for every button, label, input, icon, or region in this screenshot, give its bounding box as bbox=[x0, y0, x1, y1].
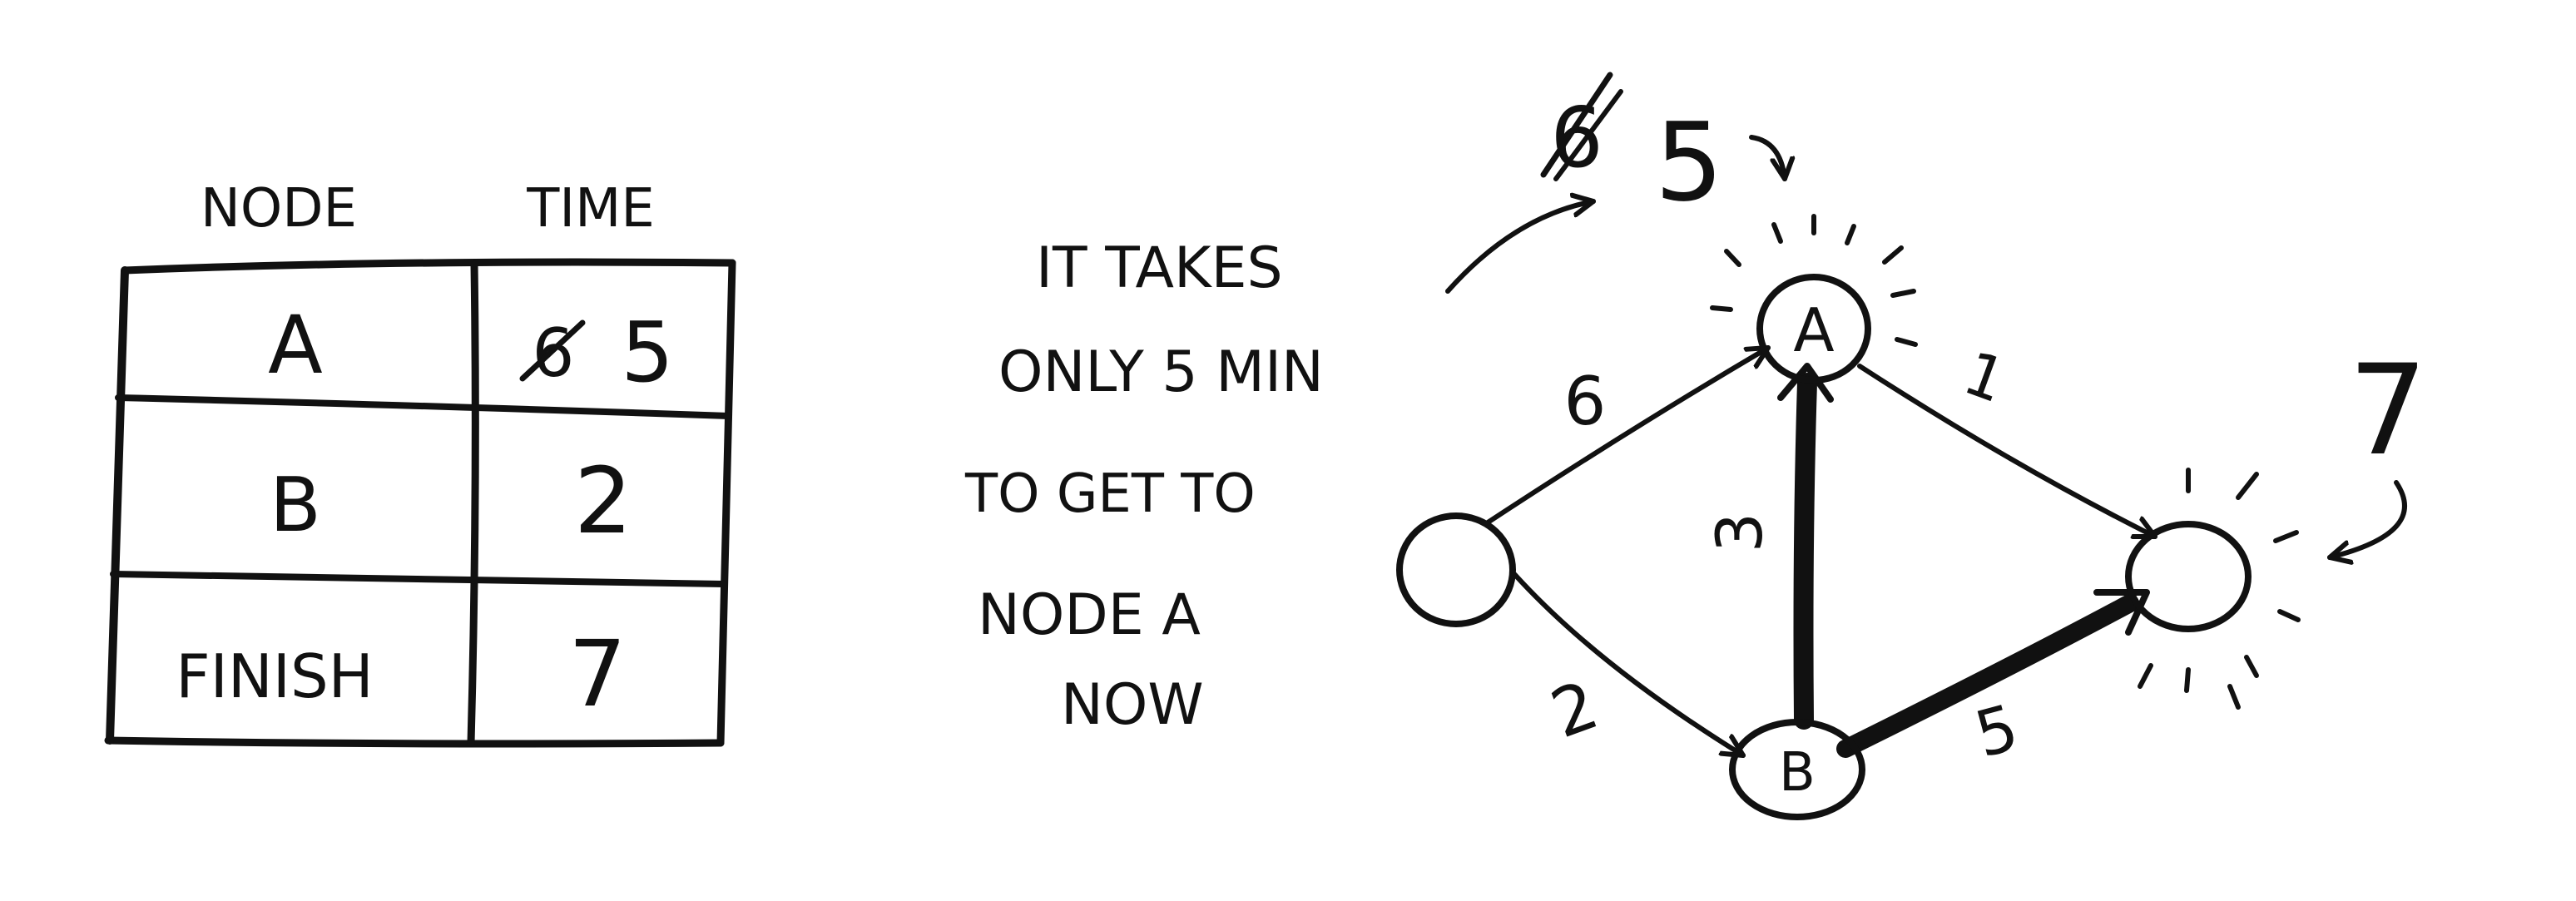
table-cell-node: FINISH bbox=[176, 641, 374, 711]
edge-b-to-a bbox=[1793, 373, 1817, 730]
table-row-divider-2 bbox=[110, 571, 727, 587]
annotation-line: IT TAKES bbox=[1036, 235, 1283, 301]
table-row: B 2 bbox=[270, 448, 632, 554]
annotation-line: NOW bbox=[1061, 672, 1204, 738]
table-cell-time: 7 bbox=[568, 621, 627, 727]
edge-b-to-finish-arrowhead bbox=[2093, 589, 2150, 636]
node-finish-cost-value: 7 bbox=[2348, 339, 2427, 483]
table-cell-strike bbox=[519, 319, 586, 382]
node-finish-sparkles bbox=[2138, 468, 2301, 710]
edge-start-to-a bbox=[1483, 345, 1771, 527]
node-b: B bbox=[1729, 719, 1865, 820]
table-row: FINISH 7 bbox=[176, 621, 627, 727]
edge-weight: 6 bbox=[1564, 363, 1607, 440]
node-a-cost-arrow bbox=[1749, 135, 1785, 181]
cost-table: NODE TIME A 6 5 B 2 FINISH 7 bbox=[104, 178, 736, 748]
node-finish-cost: 7 bbox=[2327, 339, 2428, 557]
node-b-circle bbox=[1729, 719, 1865, 820]
edge-start-to-b bbox=[1512, 572, 1746, 758]
table-row: A 6 5 bbox=[268, 299, 674, 401]
table-row-divider-1 bbox=[115, 394, 732, 419]
node-a-sparkles bbox=[1710, 214, 1918, 347]
table-cell-time: 5 bbox=[621, 304, 674, 401]
node-finish bbox=[2125, 521, 2252, 632]
annotation-line: NODE A bbox=[978, 582, 1201, 648]
node-a-cost-strike bbox=[1540, 72, 1613, 178]
edge-weight: 2 bbox=[1542, 666, 1608, 754]
edge-b-to-finish bbox=[1836, 594, 2139, 758]
annotation: IT TAKES ONLY 5 MIN TO GET TO NODE A NOW bbox=[964, 201, 1596, 738]
node-a-cost-old: 6 bbox=[1550, 89, 1603, 186]
edge-weight: 3 bbox=[1702, 512, 1776, 552]
table-border-left bbox=[106, 266, 129, 745]
table-border-right bbox=[716, 259, 736, 747]
table-header-time: TIME bbox=[526, 178, 655, 240]
graph: 6 2 3 1 5 A B bbox=[1396, 72, 2428, 820]
node-a-cost-new: 5 bbox=[1655, 99, 1724, 225]
table-border-top bbox=[121, 258, 736, 275]
node-finish-cost-arrow bbox=[2327, 480, 2407, 557]
node-start bbox=[1396, 512, 1516, 627]
table-header-node: NODE bbox=[201, 178, 357, 240]
edge-weight: 1 bbox=[1955, 338, 2015, 417]
table-cell-node: A bbox=[268, 299, 323, 392]
edge-a-to-finish bbox=[1857, 364, 2157, 539]
table-cell-time: 2 bbox=[574, 448, 632, 554]
node-a-circle bbox=[1756, 274, 1871, 384]
node-a-label: A bbox=[1793, 295, 1834, 365]
edge-b-to-a-arrowhead bbox=[1777, 363, 1834, 403]
node-b-label: B bbox=[1779, 742, 1816, 804]
annotation-line: ONLY 5 MIN bbox=[998, 339, 1324, 405]
table-column-divider bbox=[467, 260, 479, 747]
node-a-cost: 6 5 bbox=[1540, 72, 1785, 225]
annotation-line: TO GET TO bbox=[964, 463, 1256, 525]
annotation-arrow bbox=[1445, 201, 1596, 294]
node-a-cost-strike bbox=[1553, 89, 1623, 181]
table-border-bottom bbox=[104, 736, 725, 748]
edge-weight: 5 bbox=[1968, 690, 2026, 771]
node-a: A bbox=[1756, 274, 1871, 384]
table-cell-node: B bbox=[270, 462, 321, 549]
